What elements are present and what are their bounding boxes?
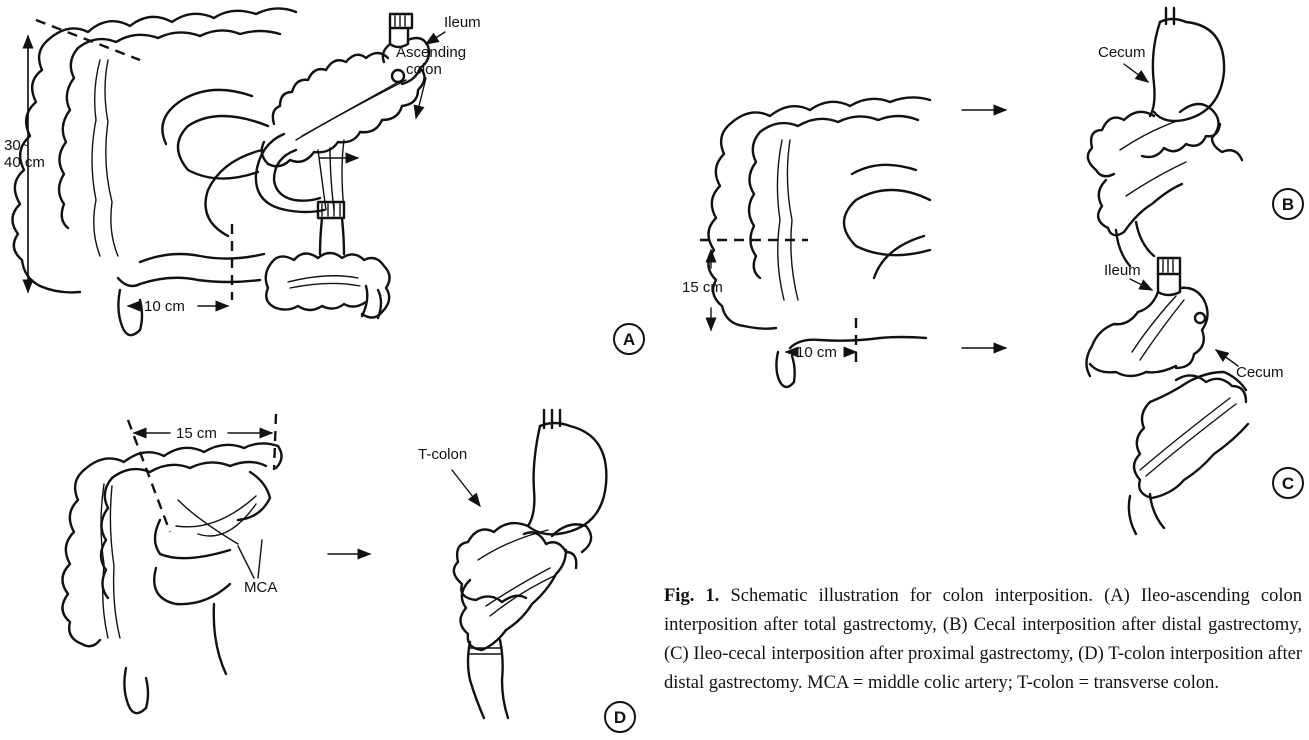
panel-d-letter: D	[614, 708, 626, 727]
figure-caption: Fig. 1. Schematic illustration for colon…	[664, 582, 1302, 698]
panel-c-cecum-label: Cecum	[1236, 364, 1284, 381]
panel-c-cecum-pointer	[1216, 350, 1238, 366]
panel-c-interposition-drawing	[1086, 258, 1248, 534]
panel-bc-distance-label: 10 cm	[796, 344, 837, 361]
panel-d-length-label: 15 cm	[176, 425, 217, 442]
panel-d-mca-pointer-2	[258, 540, 262, 578]
panel-c-letter: C	[1282, 474, 1294, 493]
panel-a-letter-badge: A	[614, 324, 644, 354]
panel-a-length-label-bottom: 40 cm	[4, 154, 45, 171]
panel-c-ileum-pointer	[1130, 279, 1152, 290]
panel-c-letter-badge: C	[1273, 468, 1303, 498]
panel-a-distance-label: 10 cm	[144, 298, 185, 315]
panel-c-ileum-label: Ileum	[1104, 262, 1141, 279]
panel-d-tcolon-label: T-colon	[418, 446, 467, 463]
panel-bc-length-label: 15 cm	[682, 279, 723, 296]
figure-caption-label: Fig. 1.	[664, 586, 719, 606]
panel-d-mca-pointer-1	[238, 546, 254, 578]
panel-b-letter-badge: B	[1273, 189, 1303, 219]
panel-a-letter: A	[623, 330, 635, 349]
panel-d-interposition-drawing	[454, 410, 607, 718]
panel-a-colon-drawing	[12, 8, 296, 335]
panel-b-letter: B	[1282, 195, 1294, 214]
panel-b-cecum-label: Cecum	[1098, 44, 1146, 61]
panel-d-tcolon-pointer	[452, 470, 480, 506]
panel-a-ascending-label-1: Ascending	[396, 44, 466, 61]
panel-a-ascending-label-2: colon	[406, 61, 442, 78]
panel-a-ileum-label: Ileum	[444, 14, 481, 31]
panel-a-length-label-top: 30~	[4, 137, 30, 154]
panel-d-colon-drawing	[62, 414, 281, 713]
panel-d-mca-label: MCA	[244, 579, 277, 596]
panel-b-cecum-pointer	[1124, 64, 1148, 82]
panel-d-letter-badge: D	[605, 702, 635, 732]
panel-a-ileum-pointer	[426, 32, 445, 44]
figure-caption-text: Schematic illustration for colon interpo…	[664, 586, 1302, 693]
